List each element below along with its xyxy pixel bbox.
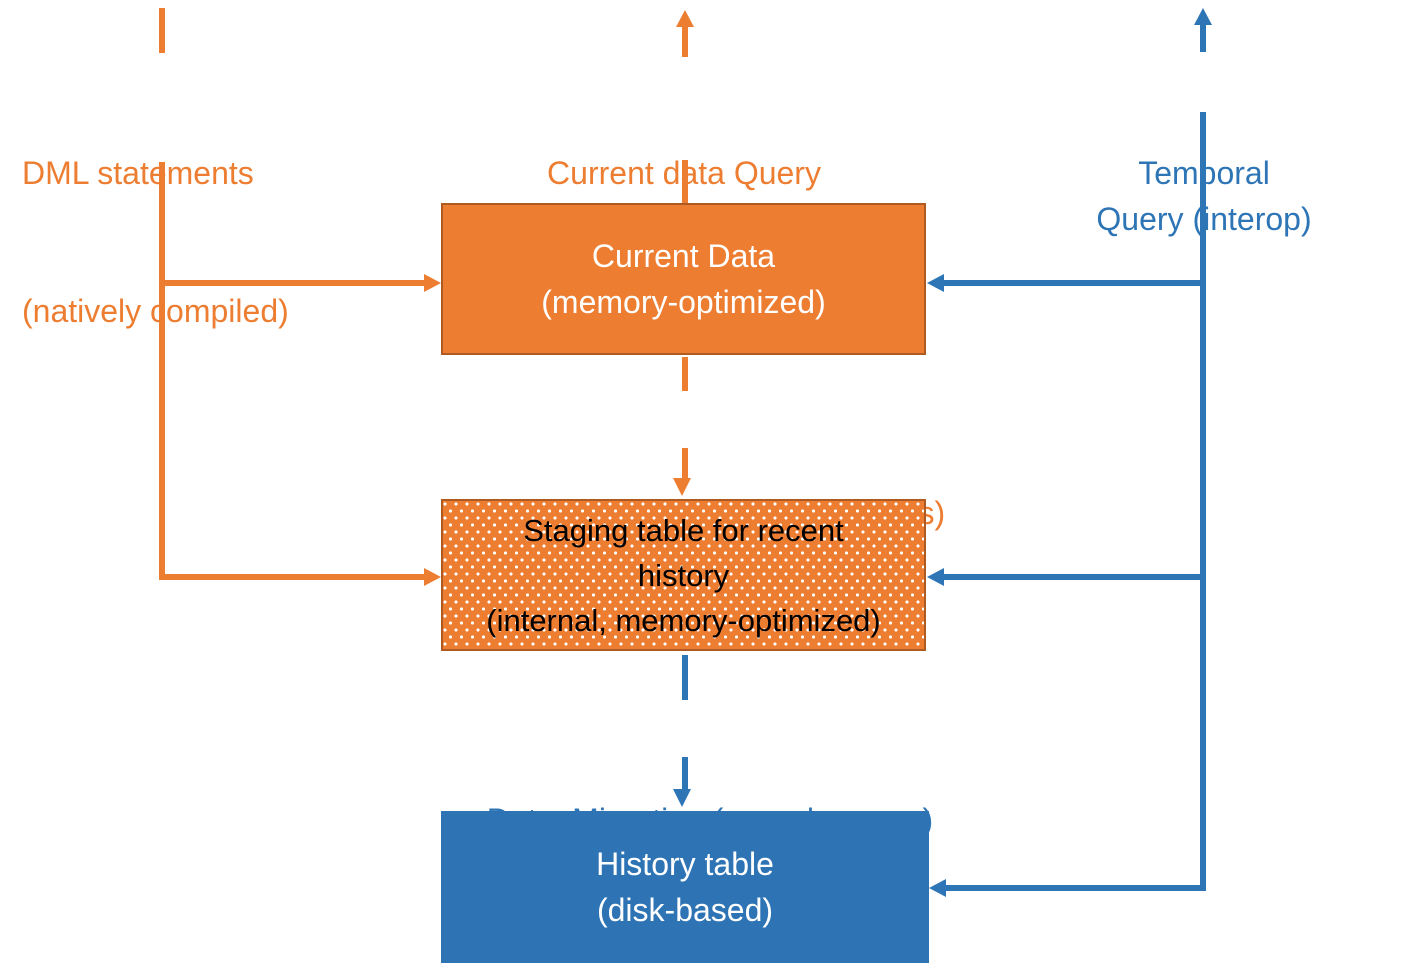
temporal-to-history-arrow-shaft <box>946 885 1202 891</box>
temporal-to-current-arrowhead-icon <box>927 274 944 292</box>
dml-to-current-arrow-shaft <box>162 280 424 286</box>
temporal-query-up-arrowhead-icon <box>1194 8 1212 25</box>
current-data-query-label-line1: Current data Query <box>547 155 821 191</box>
staging-table-box-line3: (internal, memory-optimized) <box>486 602 881 638</box>
temporal-to-staging-arrow-shaft <box>944 574 1202 580</box>
migration-to-history-arrowhead-icon <box>673 789 691 807</box>
current-data-box-line1: Current Data <box>591 238 776 274</box>
history-table-box: History table (disk-based) <box>441 811 929 963</box>
temporal-to-current-arrow-shaft <box>944 280 1202 286</box>
temporal-query-up-arrow-shaft <box>1200 24 1206 52</box>
dml-to-current-arrowhead-icon <box>424 274 441 292</box>
current-query-up-arrowhead-icon <box>676 10 694 27</box>
staging-table-box-line2: history <box>637 557 730 593</box>
history-table-box-line2: (disk-based) <box>596 892 774 928</box>
dml-statements-label-line1: DML statements <box>22 155 254 191</box>
staging-to-migration-connector <box>682 655 688 700</box>
dml-line-top-segment <box>159 8 165 53</box>
current-data-box-line2: (memory-optimized) <box>541 284 826 320</box>
query-to-current-connector <box>682 160 688 203</box>
temporal-to-staging-arrowhead-icon <box>927 568 944 586</box>
history-table-box-line1: History table <box>596 846 774 882</box>
migration-to-history-arrow-shaft <box>682 757 688 790</box>
dml-statements-label: DML statements (natively compiled) <box>22 58 289 426</box>
dml-to-staging-arrow-shaft <box>162 574 424 580</box>
staging-table-box: Staging table for recent history (intern… <box>441 499 926 651</box>
temporal-vertical-line <box>1200 112 1206 891</box>
dml-statements-label-line2: (natively compiled) <box>22 293 289 329</box>
temporal-to-history-arrowhead-icon <box>929 879 946 897</box>
current-to-sysversioning-connector <box>682 357 688 391</box>
current-data-box: Current Data (memory-optimized) <box>441 203 926 355</box>
staging-table-box-line1: Staging table for recent <box>523 512 844 548</box>
sysversioning-to-staging-arrow-shaft <box>682 448 688 479</box>
sysversioning-to-staging-arrowhead-icon <box>673 478 691 496</box>
dml-vertical-line <box>159 162 165 580</box>
dml-to-staging-arrowhead-icon <box>424 568 441 586</box>
current-query-up-arrow-shaft <box>682 26 688 57</box>
